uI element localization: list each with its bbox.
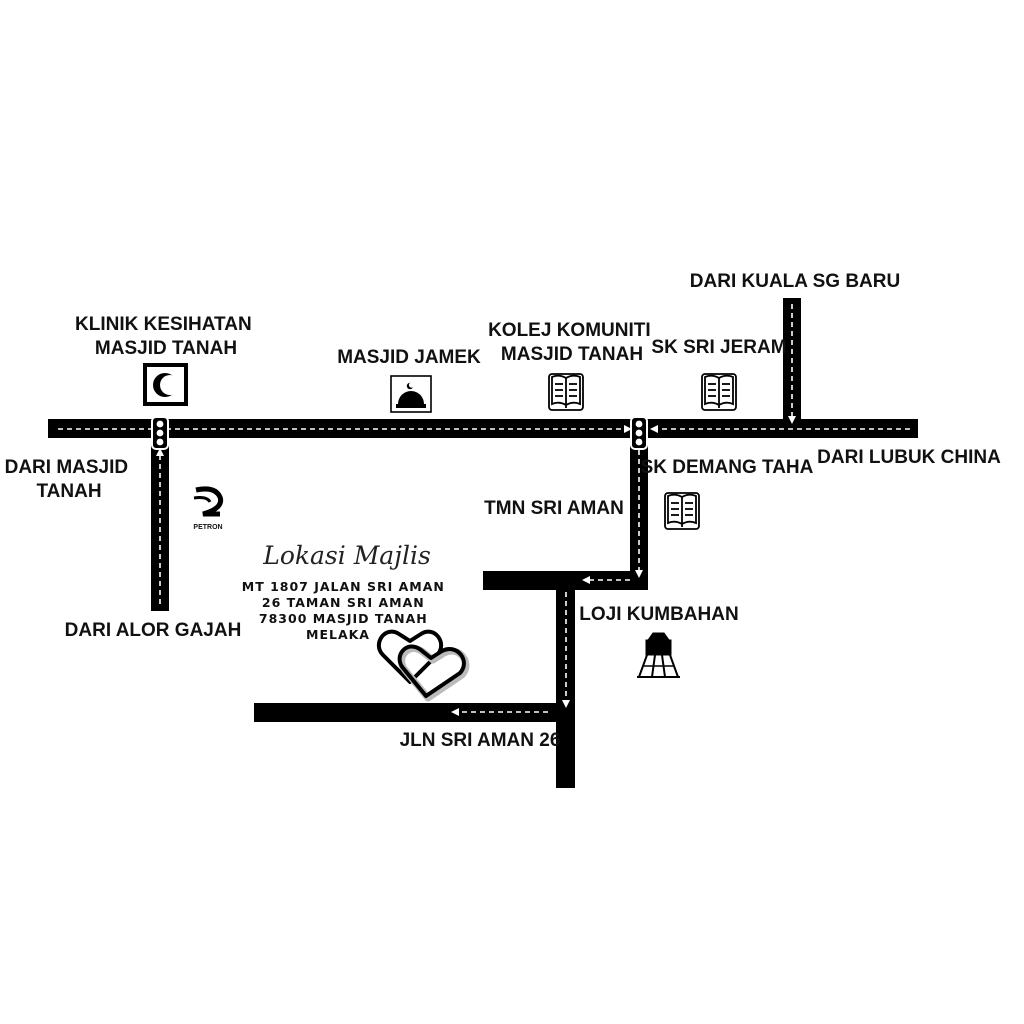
label-masjid-jamek: MASJID JAMEK	[337, 347, 481, 368]
label-klinik: KLINIK KESIHATAN MASJID TANAH	[75, 314, 257, 359]
petron-logo-icon: PETRON	[193, 486, 224, 531]
book-icon	[664, 492, 700, 530]
road-jln-sri-aman-26	[254, 703, 575, 722]
label-sk-demang-taha: SK DEMANG TAHA	[641, 457, 814, 478]
petron-logo-text: PETRON	[193, 524, 222, 531]
origin-alor-gajah: DARI ALOR GAJAH	[65, 620, 242, 641]
origin-kuala-sg-baru: DARI KUALA SG BARU	[690, 271, 900, 292]
origin-masjid-tanah: DARI MASJID TANAH	[5, 457, 134, 502]
label-sk-sri-jeram: SK SRI JERAM	[651, 337, 786, 358]
book-icon	[548, 373, 584, 411]
mosque-icon	[390, 375, 432, 413]
label-tmn-sri-aman: TMN SRI AMAN	[484, 498, 624, 519]
road-vertical-south	[556, 571, 575, 788]
label-jln-sri-aman-26: JLN SRI AMAN 26	[400, 730, 561, 751]
road-alor-gajah	[151, 419, 169, 611]
book-icon	[701, 373, 737, 411]
label-loji-kumbahan: LOJI KUMBAHAN	[579, 604, 738, 625]
water-tower-icon	[637, 632, 680, 678]
crescent-icon	[143, 363, 188, 406]
label-kolej: KOLEJ KOMUNITI MASJID TANAH	[488, 320, 656, 365]
venue-title: Lokasi Majlis	[262, 541, 431, 570]
traffic-light-icon	[630, 416, 648, 450]
hearts-icon	[376, 629, 470, 702]
traffic-light-icon	[151, 416, 169, 450]
venue-address: MT 1807 JALAN SRI AMAN 26 TAMAN SRI AMAN…	[242, 579, 450, 642]
origin-lubuk-china: DARI LUBUK CHINA	[817, 447, 1001, 468]
